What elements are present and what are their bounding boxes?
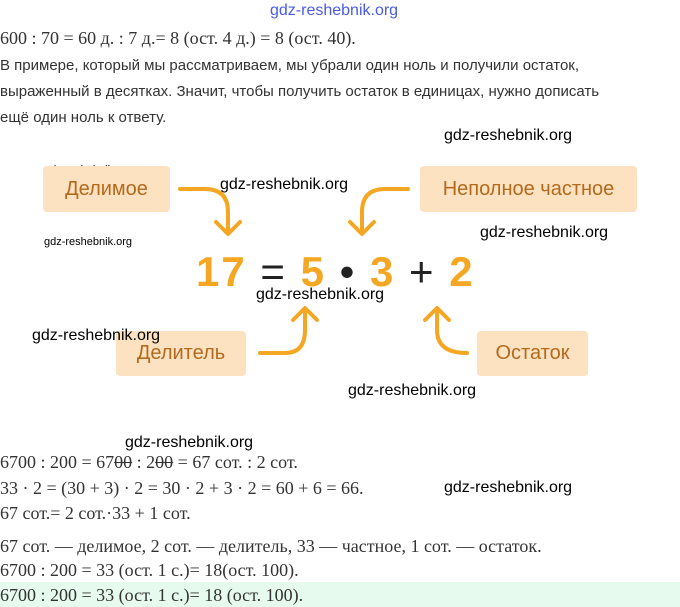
answer-line: 6700 : 200 = 33 (ост. 1 с.)= 18 (ост. 10…	[0, 585, 304, 605]
equation-line: 6700 : 200 = 6700 : 200 = 67 сот. : 2 со…	[0, 452, 298, 473]
remainder-label: Остаток	[477, 331, 588, 376]
plus-sign: +	[409, 248, 436, 295]
watermark: gdz-reshebnik.org	[444, 479, 573, 496]
multiply-sign: •	[339, 248, 357, 295]
dividend-number: 17	[196, 248, 247, 295]
equation-line: 600 : 70 = 60 д. : 7 д.= 8 (ост. 4 д.) =…	[0, 28, 356, 48]
dividend-label: Делимое	[43, 166, 170, 212]
division-formula: 17 = 5 • 3 + 2	[196, 248, 475, 296]
eq-part: 6700 : 200 = 67	[0, 452, 115, 472]
arrow-icon	[348, 187, 410, 236]
answer-highlight	[0, 582, 680, 607]
equation-line: 67 сот. — делимое, 2 сот. — делитель, 33…	[0, 536, 542, 556]
watermark: gdz-reshebnik.org	[32, 327, 161, 344]
watermark: gdz-reshebnik.org	[480, 224, 609, 241]
paragraph-line: ещё один ноль к ответу.	[0, 109, 167, 126]
paragraph-line: выраженный в десятках. Значит, чтобы пол…	[0, 83, 600, 100]
divisor-label: Делитель	[116, 331, 246, 376]
partial-quotient-label: Неполное частное	[420, 166, 637, 212]
remainder-number: 2	[449, 248, 475, 295]
struck-zeros: 00	[155, 452, 174, 472]
equation-line: 6700 : 200 = 33 (ост. 1 с.)= 18(ост. 100…	[0, 560, 299, 580]
watermark: gdz-reshebnik.org	[44, 236, 133, 248]
watermark: gdz-reshebnik.org	[444, 127, 573, 144]
eq-part: : 2	[132, 452, 156, 472]
watermark: gdz-reshebnik.org	[220, 176, 349, 193]
equation-line: 33 · 2 = (30 + 3) · 2 = 30 · 2 + 3 · 2 =…	[0, 478, 364, 498]
arrow-icon	[258, 306, 319, 355]
watermark: gdz-reshebnik.org	[125, 434, 254, 451]
watermark: gdz-reshebnik.org	[256, 286, 385, 303]
eq-part: = 67 сот. : 2 сот.	[173, 452, 298, 472]
divisor-number: 5	[300, 248, 326, 295]
quotient-number: 3	[370, 248, 396, 295]
equation-line: 67 сот.= 2 сот.·33 + 1 сот.	[0, 503, 191, 523]
arrow-icon	[423, 306, 469, 355]
paragraph-line: В примере, который мы рассматриваем, мы …	[0, 57, 580, 74]
equals-sign: =	[260, 248, 287, 295]
struck-zeros: 00	[114, 452, 133, 472]
arrow-icon	[178, 187, 242, 236]
watermark-top: gdz-reshebnik.org	[270, 2, 399, 19]
watermark: gdz-reshebnik.org	[348, 382, 477, 399]
